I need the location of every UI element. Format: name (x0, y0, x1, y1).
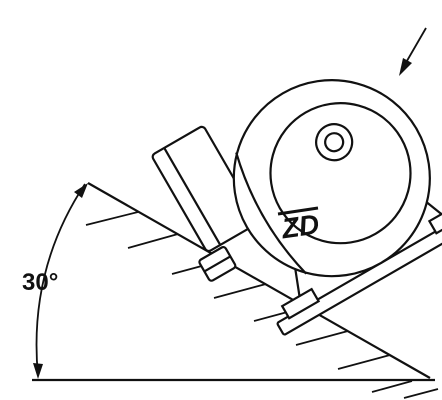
arc-arrowhead-top (74, 183, 88, 198)
arrow-down-left-icon (399, 27, 427, 76)
connector-line (203, 255, 231, 273)
hatch-line (403, 388, 439, 399)
motor-foot-right (427, 202, 442, 235)
hatch-line (85, 211, 139, 226)
angle-arc (35, 183, 86, 377)
brand-logo-bar (277, 206, 319, 216)
motor-foot-left (280, 287, 321, 320)
angle-indicator (33, 183, 88, 379)
inclined-plane-line (87, 182, 431, 379)
motor-shaft (324, 132, 345, 153)
motor-assembly (151, 79, 442, 336)
arc-arrowhead-bottom (33, 363, 43, 379)
hatch-line (295, 330, 349, 346)
motor-housing-rim (235, 152, 308, 275)
hatch-line (371, 380, 413, 393)
hatch-line (337, 354, 391, 370)
terminal-box (151, 125, 259, 253)
hatch-line (213, 283, 267, 299)
angle-label: 30° (22, 269, 58, 296)
hatch-line (127, 233, 179, 249)
motor-face-circle (269, 102, 412, 245)
terminal-box-edge (163, 147, 222, 246)
brand-logo: ZD (279, 208, 321, 244)
